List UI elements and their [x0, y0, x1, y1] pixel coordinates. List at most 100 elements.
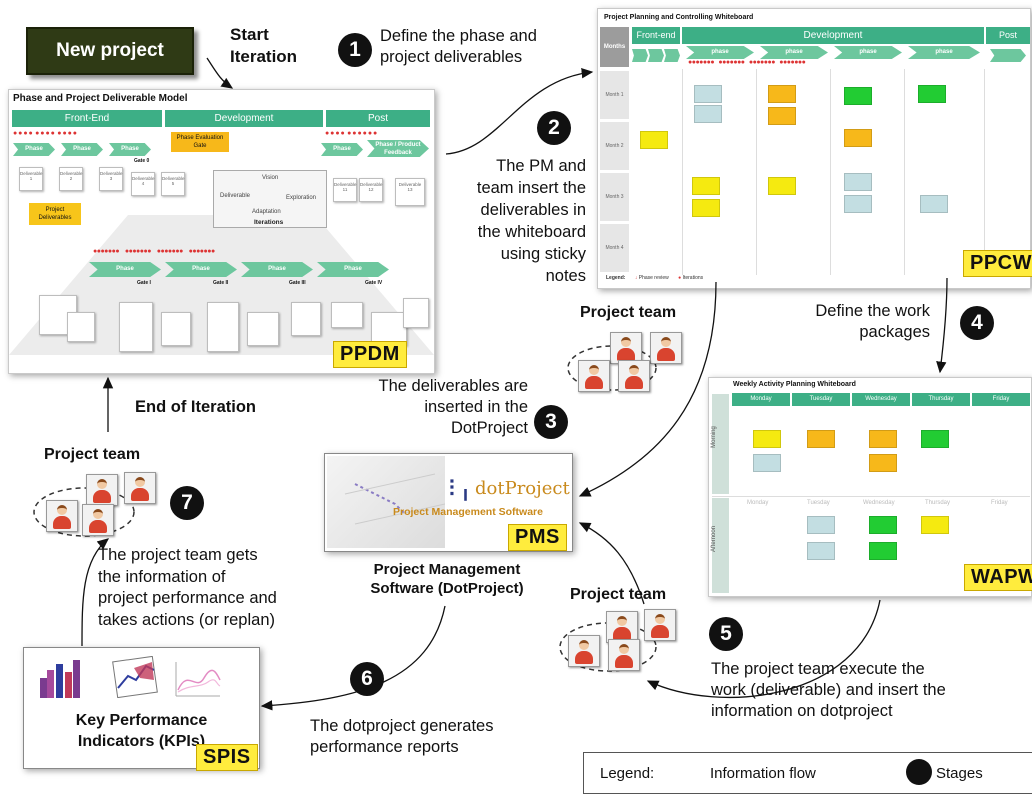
- trend-chart-icon: [175, 662, 221, 697]
- ppcw-sticky: [844, 195, 872, 213]
- step-7-text: The project team gets the information of…: [98, 546, 277, 629]
- ppdm-gate-ii: Gate II: [213, 280, 229, 286]
- team-ellipse: [567, 345, 657, 391]
- ppcw-title: Project Planning and Controlling Whitebo…: [604, 14, 754, 21]
- stage-7-marker: 7: [170, 486, 204, 520]
- ppcw-legend: Legend: ↓ Phase review ● Iterations: [606, 275, 704, 281]
- bar-chart-icon: [40, 660, 80, 698]
- wapw-sticky: [869, 454, 897, 472]
- ppcw-grid-line: [682, 69, 683, 275]
- legend-stage-icon: [906, 759, 932, 785]
- ppcw-subphase: [990, 49, 1026, 62]
- wapw-row-morning: [712, 394, 729, 494]
- ppdm-deliverable: Deliverable 5: [161, 172, 185, 196]
- dotproject-logo-icon: ⫶╷: [449, 476, 477, 501]
- team-member-avatar: [608, 639, 640, 671]
- team-member-avatar: [46, 500, 78, 532]
- wapw-sticky: [753, 430, 781, 448]
- ppdm-iteration-dots-post: ● ● ● ● ● ● ● ● ● ●: [325, 130, 377, 137]
- ppcw-grid-line: [984, 69, 985, 275]
- new-project-box: New project: [26, 27, 194, 75]
- ppcw-subphase: [664, 49, 680, 62]
- spis-label: SPIS: [196, 744, 258, 771]
- wapw-day: Friday: [972, 393, 1030, 406]
- spis-caption: Key Performance Indicators (KPIs): [75, 712, 208, 750]
- ppcw-sticky: [768, 107, 796, 125]
- ppdm-title: Phase and Project Deliverable Model: [13, 93, 188, 104]
- ppdm-phase-pill: Phase: [109, 143, 151, 156]
- ppcw-label: PPCW: [963, 250, 1032, 277]
- stage-2-marker: 2: [537, 111, 571, 145]
- ppcw-row-header: Month 4: [600, 224, 629, 272]
- legend-box: Legend: Information flow Stages: [583, 752, 1032, 794]
- ppdm-lower-doc: [161, 312, 191, 346]
- step-5-text: The project team execute the work (deliv…: [711, 660, 946, 720]
- step-4-text: Define the work packages: [815, 302, 930, 341]
- stage-4-marker: 4: [960, 306, 994, 340]
- ppdm-iteration-dots: ● ● ● ● ● ● ● ● ● ● ● ●: [13, 130, 77, 137]
- wapw-sticky: [869, 542, 897, 560]
- wapw-title: Weekly Activity Planning Whiteboard: [733, 381, 856, 388]
- step-6-text: The dotproject generates performance rep…: [310, 717, 494, 756]
- ppcw-phase-development: Development: [682, 27, 984, 44]
- ppdm-gate-iv: Gate IV: [365, 280, 383, 286]
- ppdm-phase-pill: Phase: [61, 143, 103, 156]
- ppdm-lower-phase: Phase: [165, 262, 237, 277]
- ppdm-gate-iii: Gate III: [289, 280, 306, 286]
- wapw-label: WAPW: [964, 564, 1032, 591]
- ppcw-sticky: [920, 195, 948, 213]
- wapw-day: Wednesday: [852, 393, 910, 406]
- ppdm-phase-pill: Phase: [13, 143, 55, 156]
- ppdm-panel: Phase and Project Deliverable Model Fron…: [8, 89, 435, 374]
- ppdm-lower-doc: [67, 312, 95, 342]
- ppdm-deliverable: Deliverable 12: [359, 178, 383, 202]
- ppcw-subphase: [648, 49, 664, 62]
- wapw-sticky: [921, 430, 949, 448]
- wapw-sticky: [869, 430, 897, 448]
- wapw-faded-day: Thursday: [925, 500, 951, 506]
- ppcw-sticky: [768, 85, 796, 103]
- ppdm-phase-development: Development: [165, 110, 323, 127]
- wapw-sticky: [807, 516, 835, 534]
- ppcw-subphase: phase: [686, 46, 754, 59]
- pms-logo-text: dotProject: [475, 478, 570, 499]
- ppcw-sticky: [692, 177, 720, 195]
- ppcw-sticky: [918, 85, 946, 103]
- ppcw-phase-post: Post: [986, 27, 1030, 44]
- legend-stages: Stages: [936, 765, 983, 782]
- ppcw-subphase: phase: [834, 46, 902, 59]
- team-member-avatar: [82, 504, 114, 536]
- wapw-day: Monday: [732, 393, 790, 406]
- ppcw-panel: Project Planning and Controlling Whitebo…: [597, 8, 1031, 289]
- wapw-sticky: [807, 542, 835, 560]
- stage-6-marker: 6: [350, 662, 384, 696]
- ppdm-deliverable: Deliverable 2: [59, 167, 83, 191]
- legend-information-flow: Information flow: [710, 765, 816, 782]
- team-member-avatar: [578, 360, 610, 392]
- wapw-panel: Weekly Activity Planning Whiteboard Morn…: [708, 377, 1032, 597]
- ppcw-sticky: [694, 85, 722, 103]
- ppdm-lower-doc: [247, 312, 279, 346]
- wapw-divider: [712, 496, 1030, 497]
- ppcw-subphase: phase: [760, 46, 828, 59]
- pms-caption: Project Management Software (DotProject): [370, 561, 524, 597]
- wapw-row-afternoon: [712, 498, 729, 593]
- ppdm-gate-0: Gate 0: [134, 158, 150, 164]
- project-team-label: Project team: [580, 304, 677, 321]
- ppdm-iterations-label: Iterations: [254, 219, 284, 226]
- team-member-avatar: [124, 472, 156, 504]
- ppcw-grid-line: [756, 69, 757, 275]
- ppdm-deliverable: Deliverable 3: [99, 167, 123, 191]
- step-2-text: The PM and team insert the deliverables …: [476, 157, 586, 285]
- stage-1-marker: 1: [338, 33, 372, 67]
- ppdm-phase-post: Post: [326, 110, 430, 127]
- ppdm-deliverable: Deliverable 11: [333, 178, 357, 202]
- ppdm-lower-phase: Phase: [317, 262, 389, 277]
- ppdm-phase-front-end: Front-End: [12, 110, 162, 127]
- team-member-avatar: [606, 611, 638, 643]
- team-member-avatar: [618, 360, 650, 392]
- ppcw-row-header: Month 3: [600, 173, 629, 221]
- ppcw-subphase: phase: [908, 46, 980, 59]
- ppdm-lower-phase: Phase: [241, 262, 313, 277]
